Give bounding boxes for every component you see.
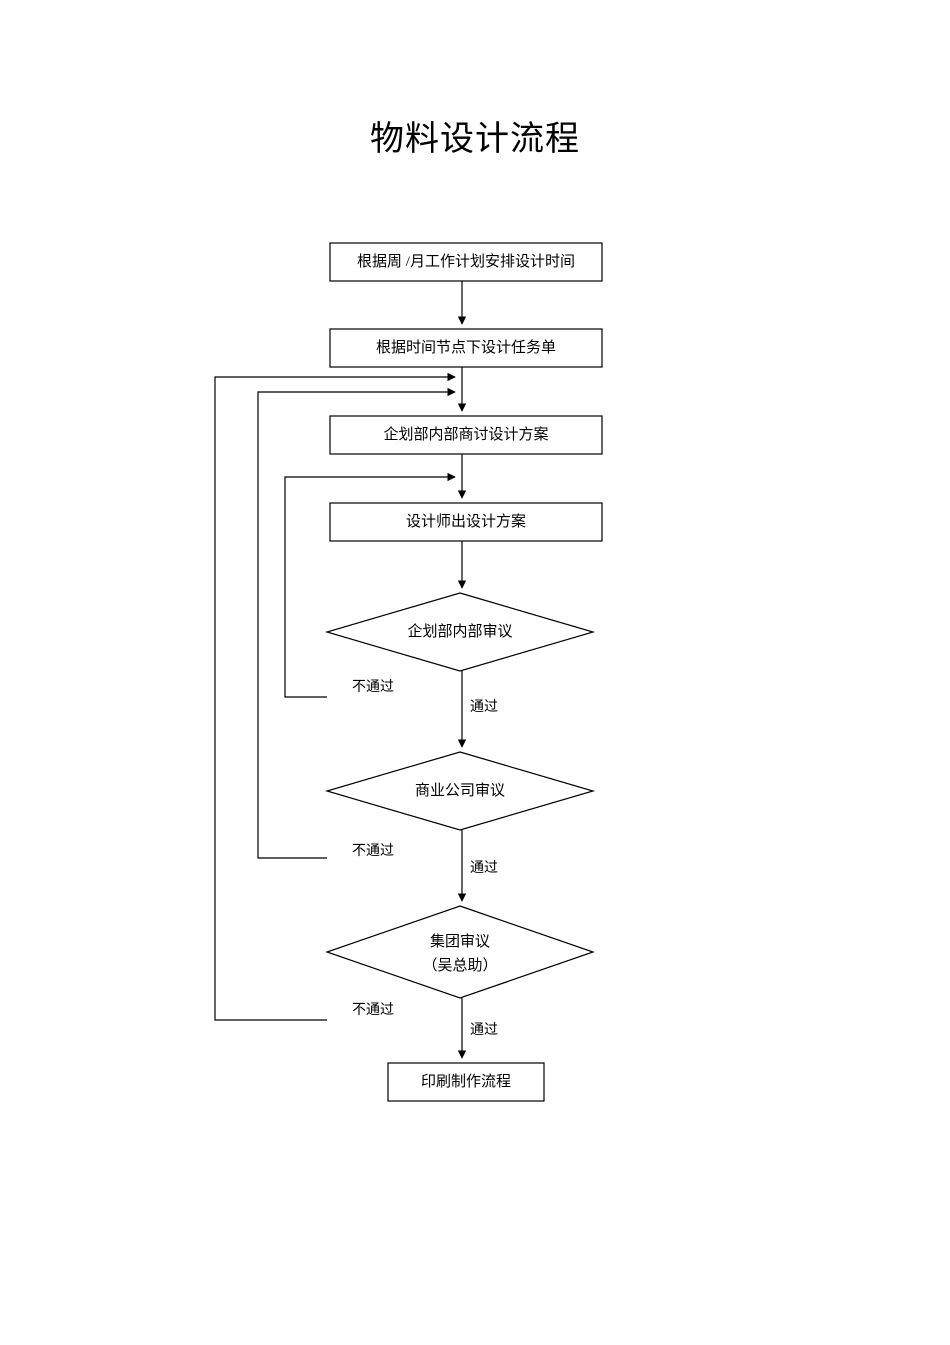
node-rect-5: [387, 1062, 545, 1102]
node-diamond-3: [325, 905, 595, 999]
edge-d2-n3-fail: [257, 387, 456, 859]
node-rect-3: [329, 415, 603, 455]
page-title: 物料设计流程: [370, 121, 580, 158]
edge-label-fail-2: 不通过: [352, 844, 394, 859]
edge-d1-n4-fail: [284, 472, 456, 698]
edge-label-fail-1: 不通过: [352, 680, 394, 695]
node-rect-2: [329, 328, 603, 368]
node-rect-1: [329, 242, 603, 282]
edge-label-pass-2: 通过: [470, 861, 498, 876]
edge-label-pass-1: 通过: [470, 700, 498, 715]
node-diamond-2: [324, 751, 596, 831]
edge-label-pass-3: 通过: [470, 1023, 498, 1038]
edge-label-fail-3: 不通过: [352, 1003, 394, 1018]
node-rect-4: [329, 502, 603, 542]
edge-d3-n3-fail: [214, 372, 456, 1021]
node-diamond-1: [324, 592, 596, 672]
